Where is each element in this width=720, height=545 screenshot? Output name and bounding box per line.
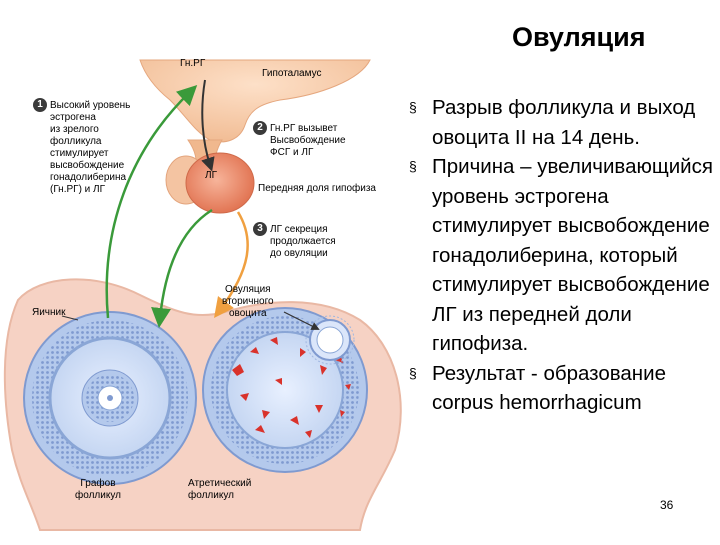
ovulation-label: Овуляция вторичного овоцита: [222, 284, 274, 319]
estrogen-arrow: [105, 85, 198, 319]
gnrh-label: Гн.РГ: [180, 58, 206, 69]
step1-text: Высокий уровень эстрогена из зрелого фол…: [50, 100, 131, 195]
bullet-marker: §: [409, 99, 417, 115]
anterior-pituitary-label: Передняя доля гипофиза: [258, 183, 376, 194]
step1-number: 1: [33, 98, 47, 112]
bullet-item: § Результат - образование corpus hemorrh…: [405, 359, 717, 418]
ovary-label: Яичник: [32, 307, 66, 318]
hypothalamus-label: Гипоталамус: [262, 68, 322, 79]
bullet-text: Разрыв фолликула и выход овоцита II на 1…: [432, 96, 696, 149]
lh-label: ЛГ: [205, 170, 217, 181]
graafian-follicle: [23, 311, 197, 485]
lh-arrow-orange: [214, 211, 249, 319]
diagram-artwork: [3, 59, 402, 531]
gnrh-arrow: [201, 79, 215, 172]
lh-arrow-green: [151, 208, 213, 328]
bullet-item: § Разрыв фолликула и выход овоцита II на…: [405, 93, 717, 152]
ovulation-diagram: Гн.РГ Гипоталамус 1 Высокий уровень эстр…: [3, 58, 402, 531]
anterior-pituitary-shape: [185, 152, 255, 214]
bullet-text: Причина – увеличивающийся уровень эстрог…: [432, 155, 713, 355]
bullet-list: § Разрыв фолликула и выход овоцита II на…: [405, 93, 717, 418]
released-oocyte: [305, 315, 355, 365]
graafian-label: Графов фолликул: [75, 478, 121, 501]
step2-number: 2: [253, 121, 267, 135]
bullet-marker: §: [409, 158, 417, 174]
hypothalamus-tissue: [139, 59, 371, 143]
oocyte-pointer: [283, 311, 320, 330]
bullet-item: § Причина – увеличивающийся уровень эстр…: [405, 152, 717, 359]
step2-text: Гн.РГ вызывет Высвобождение ФСГ и ЛГ: [270, 123, 346, 158]
slide-title: Овуляция: [512, 22, 646, 52]
page-number: 36: [660, 498, 674, 512]
bullet-marker: §: [409, 364, 417, 381]
ovary-pointer: [61, 315, 79, 321]
atretic-label: Атретический фолликул: [188, 478, 252, 501]
bullet-text: Результат - образование corpus hemorrhag…: [432, 361, 666, 415]
step3-number: 3: [253, 222, 267, 236]
step3-text: ЛГ секреция продолжается до овуляции: [270, 224, 336, 259]
